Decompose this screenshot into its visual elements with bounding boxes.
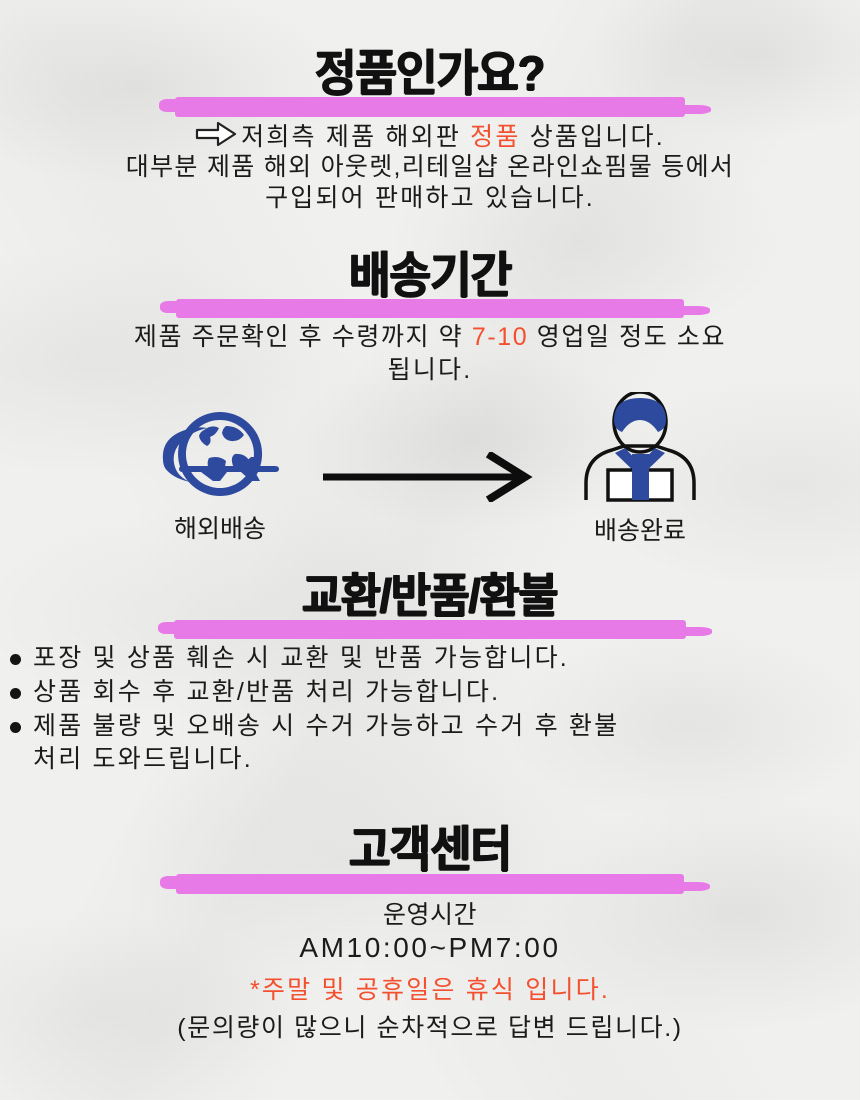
list-item: 포장 및 상품 훼손 시 교환 및 반품 가능합니다.: [0, 642, 860, 675]
shipping-accent-days: 7-10: [471, 323, 529, 351]
shipping-line-1: 제품 주문확인 후 수령까지 약 7-10 영업일 정도 소요: [0, 322, 860, 353]
section-returns-title: 교환/반품/환불: [302, 569, 558, 622]
right-arrow-outline-icon: [195, 121, 237, 154]
delivery-destination: 배송완료: [540, 390, 740, 547]
list-item-text: 제품 불량 및 오배송 시 수거 가능하고 수거 후 환불: [33, 712, 620, 740]
authenticity-line-3: 구입되어 판매하고 있습니다.: [265, 184, 595, 212]
section-shipping-heading: 배송기간: [0, 248, 860, 318]
bullet-dot-icon: [10, 688, 21, 699]
section-customer-center-title: 고객센터: [348, 823, 512, 877]
shipping-line-2: 됩니다.: [387, 356, 473, 384]
section-authenticity-title: 정품인가요?: [315, 47, 545, 101]
delivery-illustration: 해외배송: [0, 390, 860, 547]
customer-center-sub-notice: (문의량이 많으니 순차적으로 답변 드립니다.): [177, 1014, 683, 1042]
section-customer-center-heading: 고객센터: [0, 822, 860, 894]
returns-bullet-list: 포장 및 상품 훼손 시 교환 및 반품 가능합니다. 상품 회수 후 교환/반…: [0, 642, 860, 777]
list-item: 제품 불량 및 오배송 시 수거 가능하고 수거 후 환불: [0, 710, 860, 743]
globe-airplane-icon: [157, 412, 283, 506]
shipping-text-prefix: 제품 주문확인 후 수령까지 약: [133, 323, 472, 351]
authenticity-line-1: 저희측 제품 해외판 정품 상품입니다.: [0, 121, 860, 154]
customer-center-holiday-notice: *주말 및 공휴일은 휴식 입니다.: [249, 976, 611, 1004]
list-item-continuation: 처리 도와드립니다.: [0, 743, 860, 776]
authenticity-text-prefix: 저희측 제품 해외판: [241, 123, 471, 151]
delivery-person-icon: [570, 390, 710, 508]
delivery-origin: 해외배송: [120, 392, 320, 545]
highlighter-stroke: [160, 874, 710, 894]
highlighter-stroke: [159, 97, 711, 117]
delivery-destination-label: 배송완료: [593, 517, 686, 545]
customer-center-hours-value: AM10:00~PM7:00: [299, 932, 561, 963]
list-item-text: 상품 회수 후 교환/반품 처리 가능합니다.: [33, 678, 501, 706]
list-item-text: 처리 도와드립니다.: [33, 745, 253, 773]
highlighter-stroke: [160, 299, 710, 318]
right-arrow-icon: [320, 450, 535, 506]
bullet-dot-icon: [10, 654, 21, 665]
customer-center-hours-label: 운영시간: [382, 901, 477, 929]
highlighter-stroke: [158, 620, 712, 639]
authenticity-line-2: 대부분 제품 해외 아웃렛,리테일샵 온라인쇼핌물 등에서: [125, 153, 735, 181]
section-shipping-title: 배송기간: [348, 249, 512, 303]
authenticity-text-suffix: 상품입니다.: [520, 123, 665, 151]
shipping-text-suffix: 영업일 정도 소요: [528, 323, 727, 351]
authenticity-accent-word: 정품: [470, 123, 521, 151]
delivery-arrow: [320, 392, 540, 507]
list-item-text: 포장 및 상품 훼손 시 교환 및 반품 가능합니다.: [33, 644, 569, 672]
section-returns-heading: 교환/반품/환불: [0, 568, 860, 639]
delivery-origin-label: 해외배송: [173, 515, 266, 543]
section-authenticity-heading: 정품인가요?: [0, 46, 860, 117]
bullet-dot-icon: [10, 722, 21, 733]
list-item: 상품 회수 후 교환/반품 처리 가능합니다.: [0, 676, 860, 709]
